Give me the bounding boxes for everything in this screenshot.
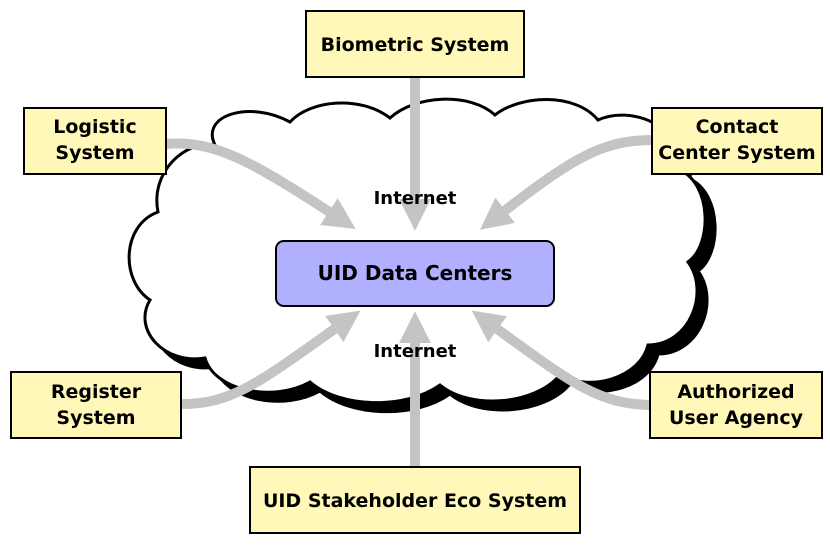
- node-uid-stakeholder-eco-system[interactable]: UID Stakeholder Eco System: [249, 466, 581, 534]
- center-node[interactable]: UID Data Centers: [275, 240, 555, 307]
- node-label: UID Stakeholder Eco System: [263, 490, 567, 512]
- node-label-line-2: User Agency: [669, 407, 804, 429]
- node-label-line-2: System: [56, 407, 135, 429]
- cloud-label-bottom: Internet: [374, 341, 457, 362]
- node-authorized-user-agency[interactable]: Authorized User Agency: [649, 371, 823, 439]
- node-label-line-1: Logistic: [53, 116, 136, 138]
- arrow-register: [181, 310, 361, 409]
- node-box: [305, 10, 525, 78]
- node-label: Biometric System: [321, 34, 510, 56]
- center-box: [275, 240, 555, 307]
- connector-arrows: [165, 78, 653, 466]
- node-logistic-system[interactable]: Logistic System: [23, 107, 167, 175]
- node-label-line-1: Register: [51, 381, 142, 403]
- center-label: UID Data Centers: [318, 261, 513, 285]
- node-contact-center-system[interactable]: Contact Center System: [651, 107, 823, 175]
- node-label-line-2: System: [55, 142, 134, 164]
- node-box: [651, 107, 823, 175]
- arrow-contact: [479, 135, 653, 230]
- arrow-logistic: [165, 138, 356, 229]
- node-register-system[interactable]: Register System: [10, 371, 182, 439]
- node-label-line-1: Authorized: [677, 381, 794, 403]
- node-box: [249, 466, 581, 534]
- node-box: [10, 371, 182, 439]
- cloud-label-top: Internet: [374, 188, 457, 209]
- node-box: [649, 371, 823, 439]
- node-biometric-system[interactable]: Biometric System: [305, 10, 525, 78]
- arrow-authorized: [471, 310, 651, 410]
- node-label-line-1: Contact: [696, 116, 779, 138]
- node-box: [23, 107, 167, 175]
- node-label-line-2: Center System: [658, 142, 815, 164]
